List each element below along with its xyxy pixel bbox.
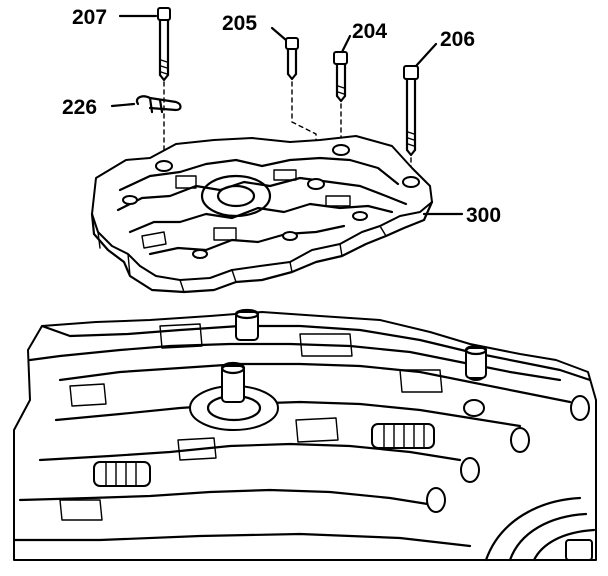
valve-body-plate-300 bbox=[90, 135, 434, 294]
spool-valve-left bbox=[93, 461, 151, 487]
callout-206: 206 bbox=[440, 28, 475, 51]
spool-valve-right bbox=[371, 423, 435, 449]
leader-206-label bbox=[414, 42, 438, 68]
callout-207: 207 bbox=[72, 6, 107, 29]
callout-205: 205 bbox=[222, 12, 257, 35]
bolt-204 bbox=[333, 51, 348, 103]
leader-204-label bbox=[340, 34, 352, 54]
leader-205-label bbox=[270, 26, 288, 42]
transmission-case bbox=[12, 308, 597, 562]
callout-226: 226 bbox=[62, 96, 97, 119]
callout-204: 204 bbox=[352, 20, 387, 43]
bolt-205 bbox=[285, 37, 299, 81]
bolt-207 bbox=[157, 7, 171, 82]
clip-226 bbox=[135, 95, 182, 114]
callout-300: 300 bbox=[466, 204, 501, 227]
bolt-206 bbox=[403, 65, 419, 157]
leader-226 bbox=[110, 102, 136, 108]
